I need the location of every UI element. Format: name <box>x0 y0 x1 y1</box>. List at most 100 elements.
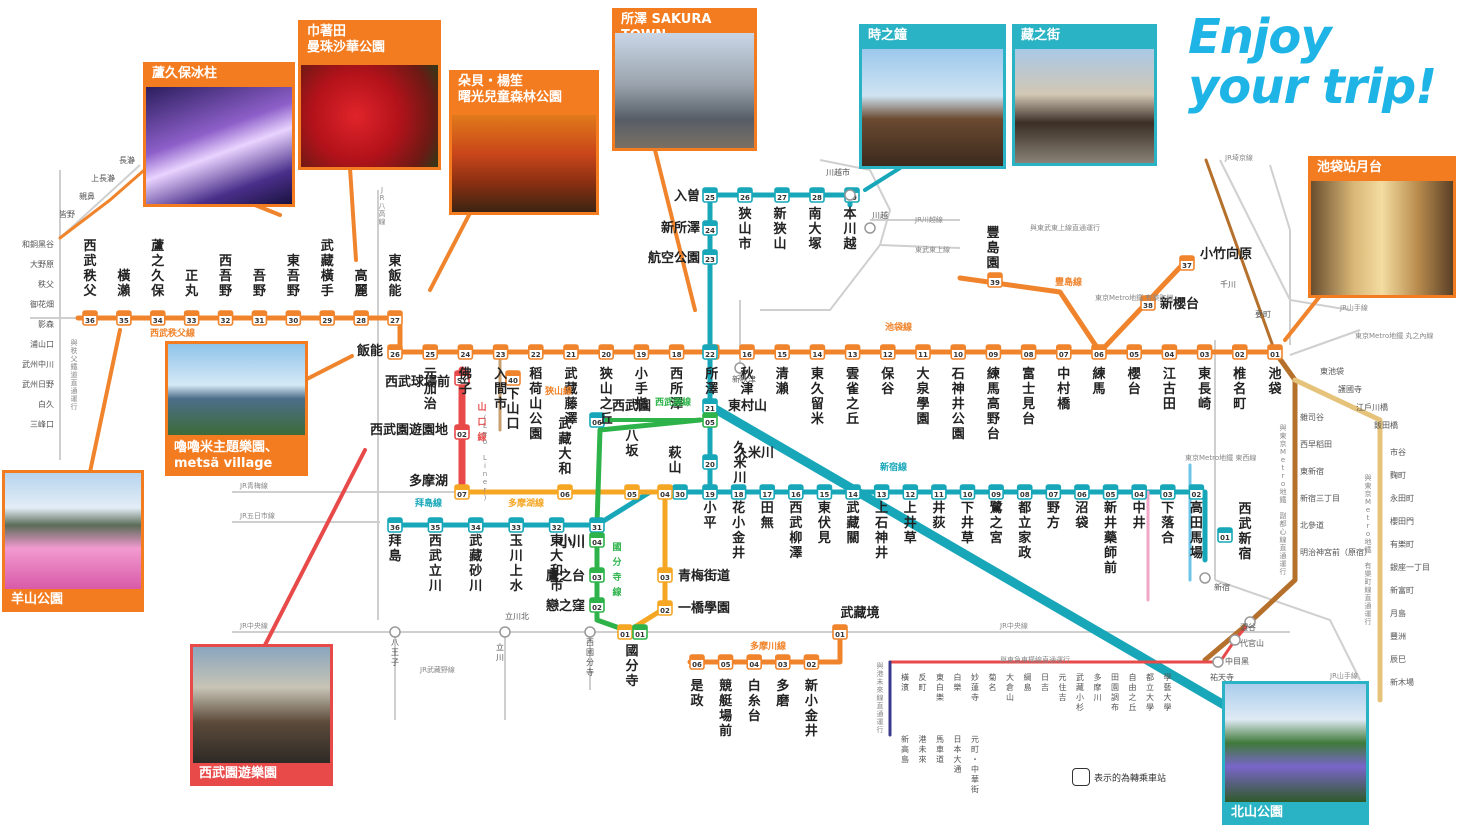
station-code: 05 <box>627 491 637 499</box>
station-badge-top <box>590 413 604 418</box>
rail-note: JR中央線 <box>239 621 268 630</box>
poi-moominvalley-park[interactable]: 嚕嚕米主題樂園、 metsä village <box>165 341 308 476</box>
rail-note: JR中央線 <box>999 621 1028 630</box>
poi-kura-no-machi[interactable]: 藏之街 <box>1012 24 1157 166</box>
chichibu-station-name: 吾野 <box>253 269 266 299</box>
station-code: 11 <box>918 351 928 359</box>
tokyu-station: 自由之丘 <box>1129 672 1137 712</box>
station-code: 11 <box>934 491 944 499</box>
station-badge-top <box>1189 485 1204 490</box>
station-badge-top <box>590 568 604 573</box>
station-code: 01 <box>1270 351 1280 359</box>
poi-kitayama-park[interactable]: 北山公園 <box>1222 681 1369 825</box>
station-code: 01 <box>620 631 630 639</box>
chichibu-branch-station: 白久 <box>38 399 54 409</box>
station-code: 01 <box>1220 534 1230 542</box>
shinjuku-station-02: 02 <box>1188 484 1205 500</box>
ikebukuro-station-name: 狹山之丘 <box>599 366 614 427</box>
shinjuku-station-10: 10 <box>959 484 976 500</box>
station-badge-top <box>1162 345 1177 350</box>
station-code: 04 <box>592 539 602 547</box>
station-code: 04 <box>749 661 759 669</box>
poi-pointer <box>348 166 358 262</box>
poi-pointer <box>863 166 902 192</box>
ikebukuro-station-name: 東久留米 <box>811 366 825 427</box>
station-badge-top <box>846 485 861 490</box>
chichibu-station-name: 高麗 <box>355 268 368 299</box>
metro-station: 護國寺 <box>1338 384 1362 394</box>
station-code: 36 <box>390 524 400 532</box>
ikebukuro-station-14: 14 <box>809 344 826 360</box>
ikebukuro-station-name: 所澤 <box>705 366 718 397</box>
tamagawa-station-name: 是政 <box>689 679 704 709</box>
chichibu-branch-station: 御花畑 <box>30 299 54 309</box>
station-code: 02 <box>1192 491 1202 499</box>
station-badge-top <box>1218 528 1232 533</box>
station-code: 07 <box>1048 491 1058 499</box>
transfer-dot <box>1244 616 1256 628</box>
station-code: 04 <box>1134 491 1144 499</box>
poi-hitsujiyama-park[interactable]: 羊山公園 <box>2 470 144 612</box>
seibuen-station: 06 <box>589 412 605 428</box>
kotakemukaihara-station: 37 <box>1179 255 1195 271</box>
shinjuku-station-15: 15 <box>816 484 833 500</box>
tamako-station-02: 02 <box>657 600 673 616</box>
station-code: 04 <box>660 491 670 499</box>
station-code: 18 <box>734 491 744 499</box>
poi-toki-no-kane[interactable]: 時之鐘 <box>859 24 1006 169</box>
poi-tokorozawa-sakura-town[interactable]: 所澤 SAKURA TOWN <box>612 8 757 151</box>
jr-line <box>879 244 961 249</box>
poi-ashigakubo-icicles[interactable]: 蘆久保冰柱 <box>143 62 295 207</box>
poi-moomin-forest-park[interactable]: 朵貝・楊笙 曙光兒童森林公園 <box>449 70 599 215</box>
station-code: 14 <box>813 351 823 359</box>
poi-photo <box>168 344 305 435</box>
shinjuku-station-14: 14 <box>845 484 861 500</box>
station-code: 02 <box>457 431 467 439</box>
station-code: 20 <box>601 351 611 359</box>
ikebukuro-station-13: 13 <box>844 344 861 360</box>
ikebukuro-station-24: 24 <box>457 344 474 360</box>
poi-pointer <box>303 354 354 382</box>
shinjuku-station-25: 25 <box>702 187 718 203</box>
station-badge-top <box>703 221 717 226</box>
yuenchi-station: 02 <box>454 424 470 440</box>
station-badge-top <box>1232 345 1247 350</box>
ikebukuro-station-name: 秋津 <box>740 366 754 397</box>
station-badge-top <box>558 485 572 490</box>
tamagawa-station-name: 白糸台 <box>748 678 761 724</box>
chichibu-station-30: 30 <box>285 310 302 326</box>
shinjuku-station-07: 07 <box>1045 484 1062 500</box>
metro-station: 麴町 <box>1390 470 1406 480</box>
ikebukuro-station-name: 石神井公園 <box>951 367 965 442</box>
slogan-line-1: Enjoy <box>1188 9 1332 65</box>
station-code: 01 <box>635 631 645 639</box>
station-badge-top <box>354 311 369 316</box>
station-badge-top <box>775 345 790 350</box>
shinjuku-station-name: 東村山 <box>728 398 767 414</box>
metro-station: 市谷 <box>1390 447 1406 457</box>
tamagawa-station-name: 競艇場前 <box>718 678 733 739</box>
station-code: 05 <box>1129 351 1139 359</box>
poi-ikebukuro-platform[interactable]: 池袋站月台 <box>1308 156 1456 298</box>
poi-caption: 羊山公園 <box>11 592 64 607</box>
tokyu-station: 田園調布 <box>1111 673 1119 712</box>
poi-caption: 嚕嚕米主題樂園、 metsä village <box>174 440 279 471</box>
shinjuku-station-name: 井荻 <box>932 500 946 531</box>
station-code: 17 <box>762 491 772 499</box>
rail-note: JR武藏野線 <box>419 665 455 674</box>
poi-seibuen-amusement-park[interactable]: 西武園遊樂園 <box>190 644 333 786</box>
chichibu-station-35: 35 <box>116 310 132 326</box>
small-station-name: 代官山 <box>1240 638 1264 648</box>
station-code: 21 <box>566 351 576 359</box>
poi-kinchakuda-park[interactable]: 巾著田 曼珠沙華公園 <box>298 20 441 170</box>
station-badge-top <box>703 250 717 255</box>
tamagawa-station-name: 新小金井 <box>804 678 819 739</box>
shinjuku-station-20: 20 <box>702 454 718 470</box>
shinjuku-station-name: 南大塚 <box>808 206 821 252</box>
metro-station: 永田町 <box>1390 493 1414 503</box>
other-station-name: 豐島園 <box>986 225 999 271</box>
station-badge-top <box>833 625 847 630</box>
poi-caption: 巾著田 曼珠沙華公園 <box>307 24 386 55</box>
station-code: 22 <box>531 351 541 359</box>
chichibu-branch-station: 親鼻 <box>79 191 95 201</box>
